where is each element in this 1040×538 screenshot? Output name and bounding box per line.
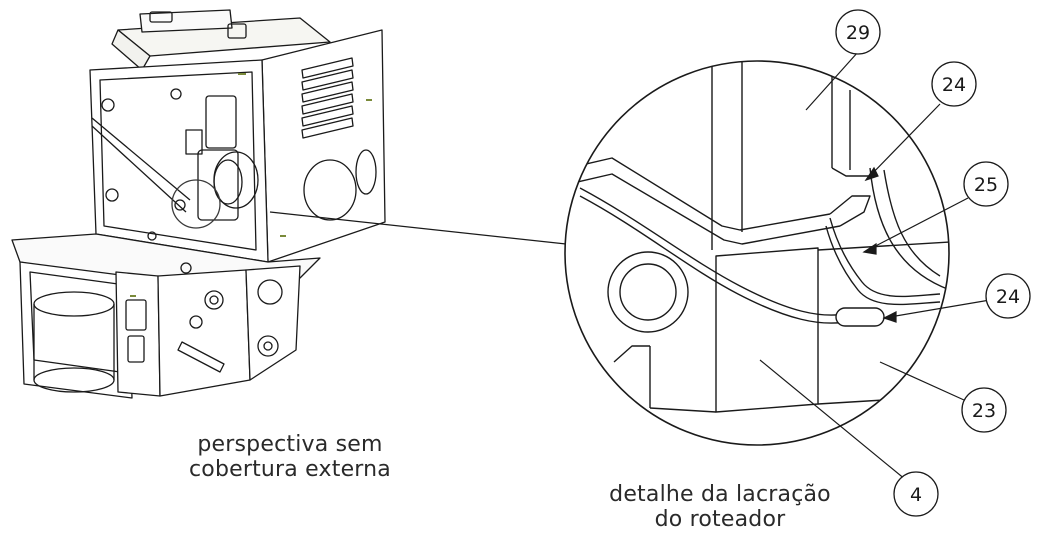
svg-text:4: 4 — [910, 484, 922, 506]
callout-24-bottom: 24 — [985, 273, 1031, 319]
svg-text:25: 25 — [974, 174, 998, 196]
callouts — [759, 51, 991, 481]
detail-caption: detalhe da lacração do roteador — [560, 482, 880, 532]
svg-text:24: 24 — [942, 74, 966, 96]
callout-23: 23 — [961, 387, 1007, 433]
callout-24-top: 24 — [931, 61, 977, 107]
detail-circle-outline — [564, 60, 950, 446]
perspective-assembly — [11, 9, 386, 399]
detail-leader-line — [269, 211, 567, 245]
callout-25: 25 — [963, 161, 1009, 207]
svg-text:23: 23 — [972, 400, 996, 422]
svg-text:24: 24 — [996, 286, 1020, 308]
callout-29: 29 — [835, 9, 881, 55]
perspective-caption-line-2: cobertura externa — [188, 457, 391, 482]
vent-slots — [301, 57, 354, 139]
detail-caption-line-2: do roteador — [654, 507, 786, 532]
callout-4: 4 — [893, 471, 939, 517]
svg-text:29: 29 — [846, 22, 870, 44]
detail-view — [564, 60, 950, 446]
perspective-caption-line-1: perspectiva sem — [197, 432, 383, 457]
detail-caption-line-1: detalhe da lacração — [609, 482, 831, 507]
perspective-caption: perspectiva sem cobertura externa — [150, 432, 430, 482]
